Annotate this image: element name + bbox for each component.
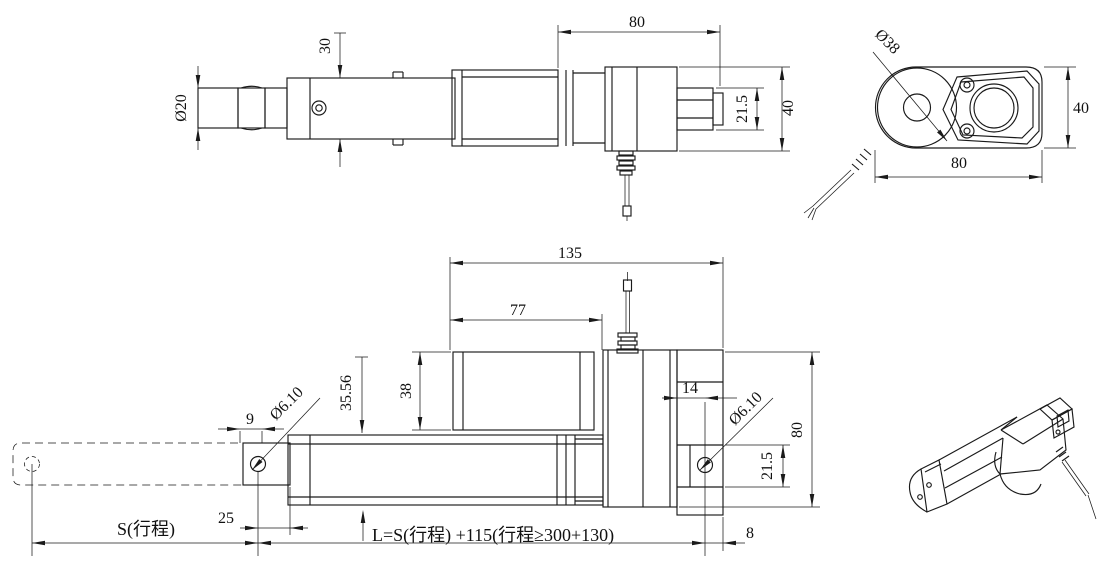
extended-rod-phantom xyxy=(12,442,290,486)
tube-bore xyxy=(969,83,1019,133)
isometric-view xyxy=(908,397,1097,520)
dim-tube-diameter: 30 xyxy=(317,38,334,54)
rear-housing xyxy=(676,349,724,516)
iso-cable xyxy=(1055,446,1097,520)
dim-clevis-width: 9 xyxy=(246,411,254,428)
iso-gearbox xyxy=(999,404,1067,475)
rod-end-clevis xyxy=(242,442,291,486)
iso-nose xyxy=(908,468,928,513)
dim-drive-diameter: Ø38 xyxy=(871,26,903,58)
piston-rod xyxy=(197,85,288,131)
iso-tube xyxy=(938,416,1018,505)
housing-outline xyxy=(874,66,1043,149)
dim-mount-height: 21.5 xyxy=(734,95,751,123)
dim-body-height-front: 80 xyxy=(789,422,806,438)
iso-rear-clevis xyxy=(1039,397,1075,439)
end-view: Ø38 40 80 xyxy=(803,26,1089,221)
dim-motor-diameter: 38 xyxy=(398,383,415,399)
front-view-dimensions: 135 77 35.56 38 14 Ø6.10 Ø6.10 9 25 21.5… xyxy=(31,245,820,556)
side-view: Ø20 30 80 21.5 40 xyxy=(173,14,797,221)
dim-front-offset: 25 xyxy=(218,510,234,527)
front-gearbox xyxy=(602,349,678,508)
front-view: 135 77 35.56 38 14 Ø6.10 Ø6.10 9 25 21.5… xyxy=(12,245,820,556)
dim-rear-clevis: 14 xyxy=(682,380,698,397)
dim-end-height: 40 xyxy=(1073,100,1089,117)
signal-wire xyxy=(616,272,639,354)
dim-rear-length: 80 xyxy=(629,14,645,31)
front-plate xyxy=(942,70,1040,145)
front-outer-tube xyxy=(287,434,604,506)
shaft-hole xyxy=(902,93,932,122)
rear-mount xyxy=(676,87,724,131)
end-view-cable xyxy=(803,148,872,221)
screw-bottom xyxy=(959,123,975,139)
front-hole xyxy=(249,455,267,473)
dim-pin-edge: 8 xyxy=(746,525,754,542)
gearbox xyxy=(604,66,678,152)
length-formula-label: L=S(行程) +115(行程≥300+130) xyxy=(372,525,614,546)
dim-end-width: 80 xyxy=(951,155,967,172)
phantom-hole xyxy=(24,456,40,472)
dim-rod-diameter: Ø20 xyxy=(173,94,190,122)
drive-circle xyxy=(876,67,958,148)
dim-clevis-height: 21.5 xyxy=(759,452,776,480)
stroke-label: S(行程) xyxy=(117,519,175,540)
screw-top xyxy=(959,77,975,93)
dim-motor-offset: 35.56 xyxy=(338,375,355,411)
outer-tube xyxy=(451,69,605,147)
inner-tube xyxy=(286,71,456,146)
side-view-dimensions: Ø20 30 80 21.5 40 xyxy=(173,14,797,167)
dim-total-rear: 135 xyxy=(558,245,582,262)
motor-body xyxy=(452,351,595,431)
dim-rear-hole-diameter: Ø6.10 xyxy=(726,389,766,429)
iso-motor xyxy=(994,451,1042,496)
power-cable xyxy=(616,150,636,221)
dim-body-height: 40 xyxy=(780,100,797,116)
dim-motor-length: 77 xyxy=(510,302,526,319)
